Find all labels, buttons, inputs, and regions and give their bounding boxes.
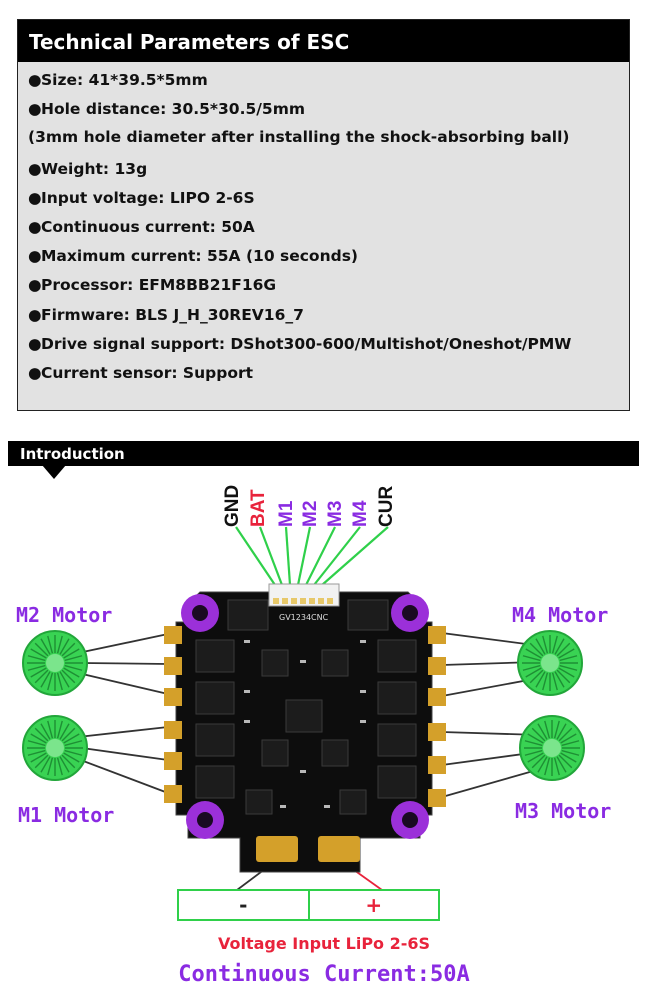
motor-m1-icon xyxy=(22,715,88,781)
spec-item-size: ●Size: 41*39.5*5mm xyxy=(28,71,208,89)
motor-label-m4: M4 Motor xyxy=(512,603,609,627)
bullet-icon: ● xyxy=(28,218,42,236)
pin-label-cur: CUR xyxy=(376,485,397,527)
motor-label-m3: M3 Motor xyxy=(515,799,612,823)
wire-gnd xyxy=(235,526,276,586)
pin-label-gnd: GND xyxy=(222,484,243,527)
pin-label-m1: M1 xyxy=(276,500,297,527)
spec-text: Input voltage: LIPO 2-6S xyxy=(41,189,255,207)
bullet-icon: ● xyxy=(28,306,42,324)
pin-label-bat: BAT xyxy=(248,489,269,527)
pin-label-m2: M2 xyxy=(300,500,321,527)
spec-item-voltage: ●Input voltage: LIPO 2-6S xyxy=(28,189,255,207)
spec-text: Continuous current: 50A xyxy=(41,218,255,236)
spec-text: Firmware: BLS J_H_30REV16_7 xyxy=(41,306,304,324)
spec-item-hole-note: (3mm hole diameter after installing the … xyxy=(28,128,570,146)
spec-text: Current sensor: Support xyxy=(41,364,254,382)
intro-pointer-icon xyxy=(42,465,66,479)
mounting-grommets xyxy=(181,594,429,839)
pin-label-m4: M4 xyxy=(350,500,371,527)
continuous-current-label: Continuous Current:50A xyxy=(178,962,470,987)
esc-board: GV1234CNC xyxy=(164,583,446,873)
spec-title: Technical Parameters of ESC xyxy=(18,20,629,62)
positive-terminal: + xyxy=(365,893,383,917)
spec-item-sensor: ●Current sensor: Support xyxy=(28,364,253,382)
motor-m4-icon xyxy=(517,630,583,696)
motor-label-m2: M2 Motor xyxy=(16,603,113,627)
pin-label-m3: M3 xyxy=(325,500,346,527)
motors xyxy=(22,630,585,781)
connector-silkscreen: GV1234CNC xyxy=(279,613,329,622)
spec-item-firmware: ●Firmware: BLS J_H_30REV16_7 xyxy=(28,306,304,324)
spec-text: Maximum current: 55A (10 seconds) xyxy=(41,247,359,265)
spec-text: Weight: 13g xyxy=(41,160,148,178)
spec-text: Drive signal support: DShot300-600/Multi… xyxy=(41,335,572,353)
spec-item-maximum: ●Maximum current: 55A (10 seconds) xyxy=(28,247,358,265)
bullet-icon: ● xyxy=(28,189,42,207)
spec-text: (3mm hole diameter after installing the … xyxy=(28,128,570,146)
motor-m3-icon xyxy=(519,715,585,781)
wire-m3 xyxy=(305,526,336,586)
spec-item-continuous: ●Continuous current: 50A xyxy=(28,218,255,236)
spec-text: Size: 41*39.5*5mm xyxy=(41,71,208,89)
spec-item-hole: ●Hole distance: 30.5*30.5/5mm xyxy=(28,100,305,118)
intro-title: Introduction xyxy=(20,445,125,463)
spec-item-processor: ●Processor: EFM8BB21F16G xyxy=(28,276,276,294)
wire-bat xyxy=(258,526,284,586)
motor-label-m1: M1 Motor xyxy=(18,803,115,827)
spec-item-weight: ●Weight: 13g xyxy=(28,160,147,178)
connector-wires xyxy=(235,526,389,586)
bullet-icon: ● xyxy=(28,335,42,353)
spec-text: Processor: EFM8BB21F16G xyxy=(41,276,277,294)
negative-terminal: - xyxy=(179,891,310,919)
bullet-icon: ● xyxy=(28,160,42,178)
bullet-icon: ● xyxy=(28,247,42,265)
motor-m2-icon xyxy=(22,630,88,696)
bullet-icon: ● xyxy=(28,276,42,294)
wire-m4 xyxy=(313,526,361,586)
bullet-icon: ● xyxy=(28,100,42,118)
bullet-icon: ● xyxy=(28,71,42,89)
wire-m1 xyxy=(284,526,292,586)
spec-item-signal: ●Drive signal support: DShot300-600/Mult… xyxy=(28,335,571,353)
spec-text: Hole distance: 30.5*30.5/5mm xyxy=(41,100,306,118)
wire-cur xyxy=(321,526,389,586)
spec-panel: Technical Parameters of ESC ●Size: 41*39… xyxy=(17,19,630,411)
bullet-icon: ● xyxy=(28,364,42,382)
intro-header: Introduction xyxy=(8,441,639,466)
wire-m2 xyxy=(296,526,312,586)
voltage-input-label: Voltage Input LiPo 2-6S xyxy=(217,934,431,953)
power-terminal-box: - + xyxy=(177,889,440,921)
